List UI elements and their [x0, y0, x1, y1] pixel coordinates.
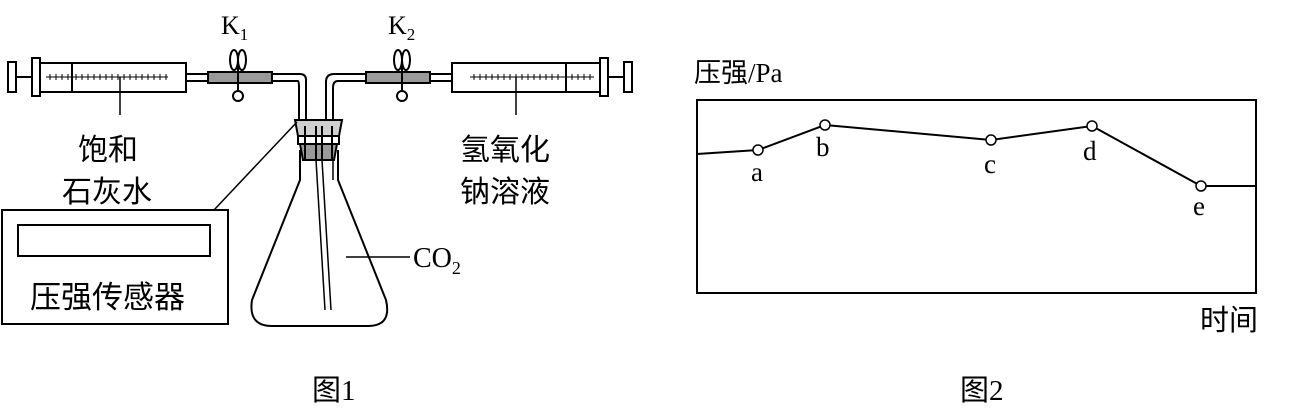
graph-xlabel: 时间: [1200, 304, 1258, 337]
right-syringe-label-line2: 钠溶液: [460, 176, 550, 209]
left-syringe: [7, 57, 307, 120]
point-b: [819, 119, 831, 131]
pressure-curve: [696, 123, 1256, 187]
conical-flask: [250, 150, 410, 327]
valve-k1[interactable]: [229, 49, 247, 102]
right-syringe: [325, 57, 633, 120]
point-a-label: a: [751, 157, 763, 187]
point-e-label: e: [1193, 191, 1205, 221]
point-d-label: d: [1083, 136, 1097, 166]
valve-k2-label: K2: [388, 11, 415, 44]
point-c: [985, 134, 997, 146]
figure2-graph: 压强/Pa a b c d e 时间 图2: [694, 58, 1258, 407]
figure1-apparatus: [1, 49, 633, 327]
left-syringe-label-line1: 饱和: [78, 134, 138, 167]
figure1-labels: K1 K2 饱和 石灰水 氢氧化 钠溶液 CO2 压强传感器 图1: [30, 11, 550, 407]
data-points: [752, 119, 1207, 192]
rubber-stopper: [293, 119, 344, 161]
point-c-label: c: [984, 149, 996, 179]
point-d: [1086, 120, 1098, 132]
graph-frame: [696, 99, 1257, 294]
point-e: [1195, 180, 1207, 192]
point-a: [752, 144, 764, 156]
figure2-caption: 图2: [960, 375, 1004, 407]
gas-label: CO2: [413, 243, 461, 278]
valve-k1-label: K1: [221, 11, 248, 44]
figure1-caption: 图1: [312, 375, 356, 407]
right-syringe-label-line1: 氢氧化: [460, 134, 550, 167]
pressure-sensor: [1, 121, 298, 325]
graph-ylabel: 压强/Pa: [694, 58, 783, 88]
point-b-label: b: [816, 132, 830, 162]
left-syringe-label-line2: 石灰水: [62, 176, 152, 209]
sensor-label: 压强传感器: [30, 280, 185, 315]
valve-k2[interactable]: [393, 49, 411, 102]
